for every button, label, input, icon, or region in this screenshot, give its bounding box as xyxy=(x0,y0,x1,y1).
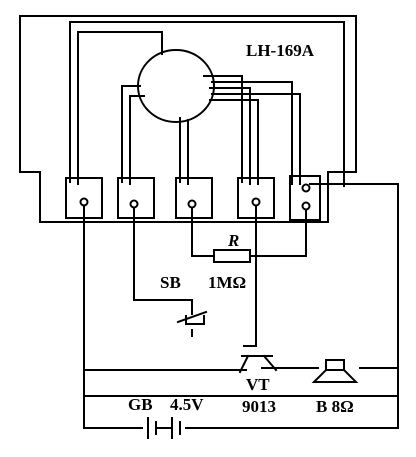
pad-2 xyxy=(117,177,155,219)
speaker-symbol xyxy=(311,359,359,383)
resistor-body xyxy=(213,249,251,263)
transistor-designator-label: VT xyxy=(246,375,270,394)
battery-label: GB xyxy=(128,395,153,414)
chip-blob xyxy=(137,49,215,123)
push-switch xyxy=(176,310,208,325)
switch-label: SB xyxy=(160,273,181,292)
pad-1-hole xyxy=(79,197,89,207)
pad-3 xyxy=(175,177,213,219)
chip-model-label: LH-169A xyxy=(246,41,315,60)
transistor-symbol xyxy=(238,345,278,374)
pad-5-hole-top xyxy=(301,183,311,193)
pad-4-hole xyxy=(251,197,261,207)
resistor-symbol-label: R xyxy=(227,231,239,250)
pcb-traces xyxy=(69,21,345,187)
speaker-label: B 8Ω xyxy=(316,397,354,416)
chip-board-outline xyxy=(19,15,357,223)
pad-2-hole xyxy=(129,199,139,209)
pad-3-hole xyxy=(187,199,197,209)
transistor-part-label: 9013 xyxy=(242,397,276,416)
resistor-value-label: 1MΩ xyxy=(208,273,246,292)
circuit-wires xyxy=(83,183,399,429)
battery-voltage-label: 4.5V xyxy=(170,395,204,414)
battery-symbol xyxy=(147,417,181,439)
pad-5-hole-bottom xyxy=(301,201,311,211)
